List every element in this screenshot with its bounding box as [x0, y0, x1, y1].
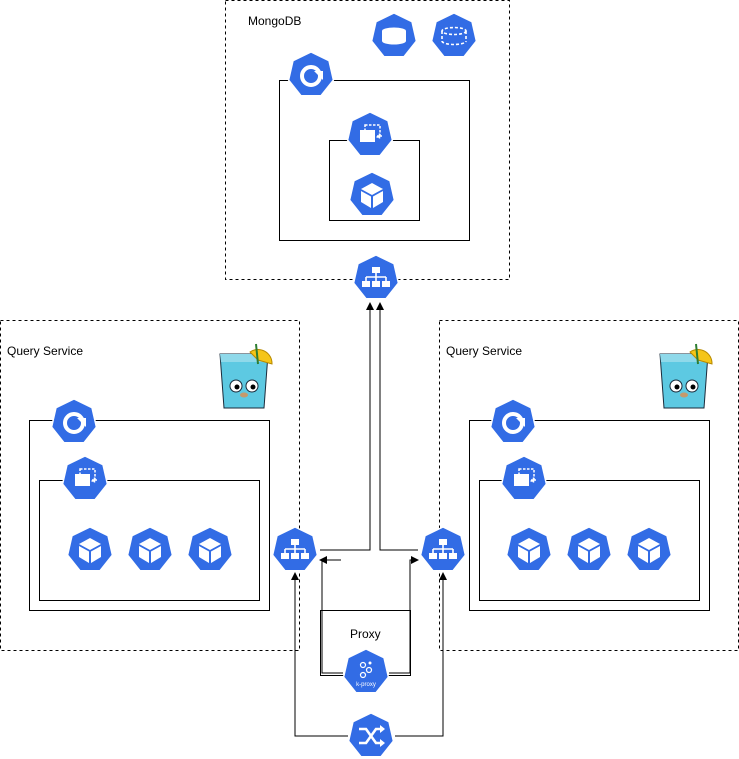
- mongodb-statefulset-box: [279, 80, 470, 241]
- kproxy-icon-text: k-proxy: [356, 682, 376, 688]
- kube-proxy-icon: k-proxy: [342, 648, 390, 694]
- query-service-left-label: Query Service: [7, 344, 83, 358]
- replicaset-icon: [500, 455, 548, 501]
- proxy-label: Proxy: [350, 627, 381, 641]
- edge-ingress-to-left-svc: [291, 572, 348, 737]
- pod-icon: [505, 526, 553, 572]
- right-replicaset-box: [479, 480, 700, 601]
- pod-icon: [348, 171, 396, 217]
- replicaset-icon: [346, 111, 394, 157]
- left-replicaset-box: [39, 480, 260, 601]
- query-service-right-label: Query Service: [446, 344, 522, 358]
- left-deployment-box: [29, 420, 270, 611]
- query-service-left-boundary: [0, 320, 300, 651]
- edge-left-svc-to-mongo: [320, 302, 374, 551]
- edge-proxy-to-left-svc: [321, 559, 343, 674]
- edge-right-svc-to-mongo: [376, 302, 418, 551]
- pod-icon: [66, 526, 114, 572]
- pod-icon: [625, 526, 673, 572]
- deployment-icon: [489, 398, 537, 444]
- right-deployment-box: [469, 420, 710, 611]
- gopher-lemonade-icon: [659, 343, 713, 409]
- pod-icon: [565, 526, 613, 572]
- edge-ingress-to-right-svc: [395, 572, 447, 737]
- gopher-lemonade-icon: [219, 343, 273, 409]
- edge-proxy-to-right-svc: [389, 556, 419, 674]
- persistent-volume-icon: [370, 12, 418, 58]
- pod-icon: [126, 526, 174, 572]
- statefulset-icon: [287, 51, 335, 97]
- mongodb-service-icon: [352, 254, 400, 300]
- replicaset-icon: [61, 455, 109, 501]
- ingress-shuffle-icon: [347, 712, 395, 758]
- left-service-icon: [271, 526, 319, 572]
- pod-icon: [186, 526, 234, 572]
- persistent-volume-claim-icon: [430, 12, 478, 58]
- deployment-icon: [50, 398, 98, 444]
- mongodb-label: MongoDB: [248, 14, 301, 28]
- right-service-icon: [419, 526, 467, 572]
